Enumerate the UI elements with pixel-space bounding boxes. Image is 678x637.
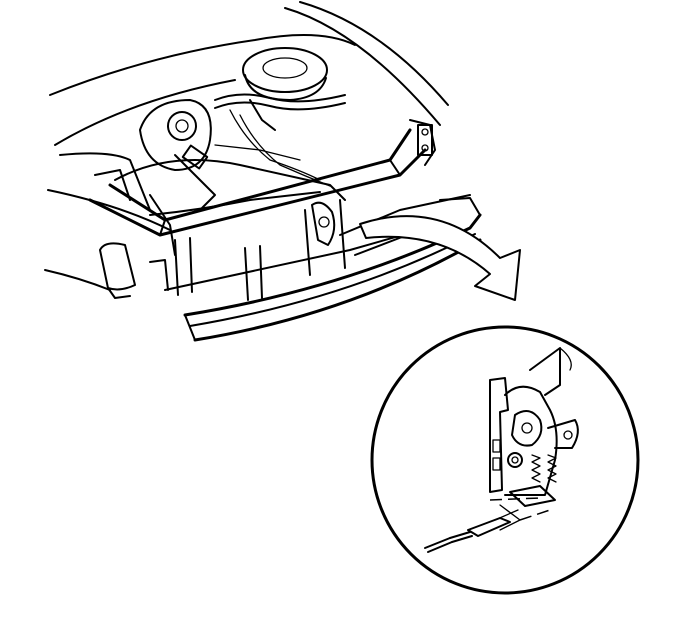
hood-latch [424, 347, 579, 553]
front-bumper [149, 197, 482, 342]
pointer-arrow [359, 215, 521, 301]
detail-circle [370, 325, 640, 595]
engine-compartment [44, 1, 449, 299]
radiator-support [88, 119, 471, 301]
release-cable [424, 509, 519, 553]
